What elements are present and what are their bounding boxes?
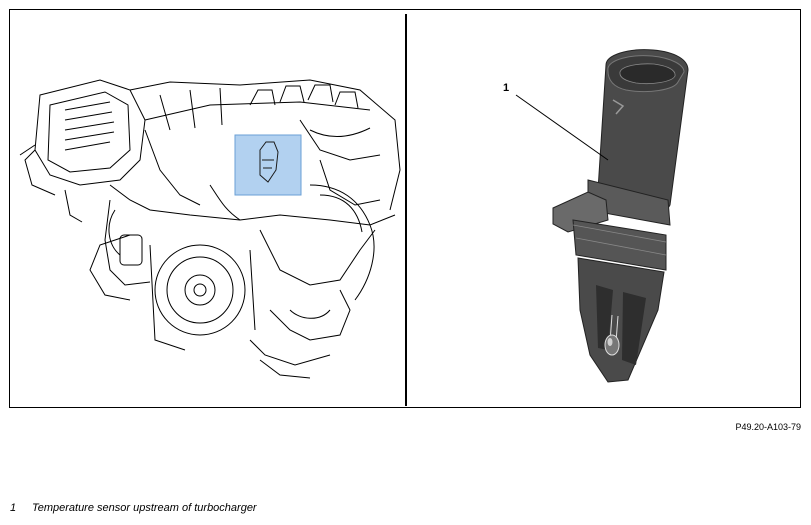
sensor-location-highlight xyxy=(234,134,302,196)
panel-divider xyxy=(405,14,407,406)
engine-line-drawing xyxy=(19,79,401,379)
figure-frame xyxy=(9,9,801,408)
engine-illustration-panel xyxy=(10,10,404,406)
sensor-detail-panel xyxy=(408,10,800,406)
legend-item-label: Temperature sensor upstream of turbochar… xyxy=(32,502,257,514)
callout-number: 1 xyxy=(503,82,510,94)
legend-item: 1 Temperature sensor upstream of turbocha… xyxy=(10,502,257,514)
legend-item-number: 1 xyxy=(10,502,17,514)
temperature-sensor-drawing xyxy=(515,49,689,383)
figure-reference-code: P49.20-A103-79 xyxy=(735,422,801,432)
callout-leader-line xyxy=(515,94,609,161)
